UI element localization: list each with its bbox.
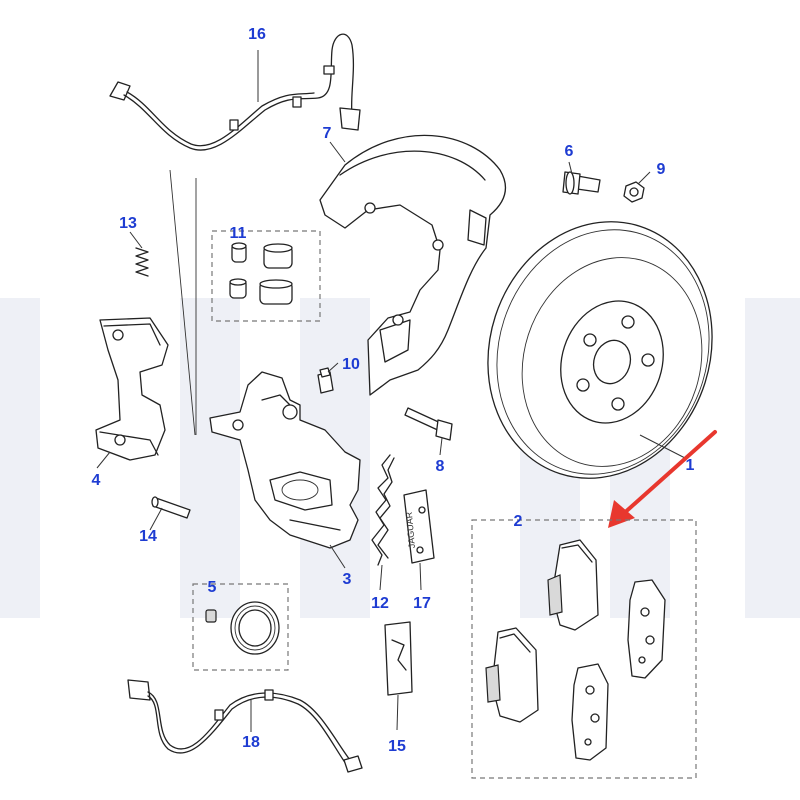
label-18: 18 (242, 734, 260, 751)
spring-13 (129, 231, 149, 277)
caliper-bracket-4 (95, 317, 169, 469)
label-13: 13 (119, 215, 137, 232)
abs-sensor-wire-lower (127, 679, 363, 773)
guide-pin-14 (149, 496, 191, 531)
leader-4a (169, 169, 196, 436)
brake-pad-set-2 (485, 539, 666, 761)
bolt-8 (404, 407, 453, 456)
label-16: 16 (248, 26, 266, 43)
label-4: 4 (92, 472, 101, 489)
label-5: 5 (208, 579, 217, 596)
clip-15 (384, 621, 413, 731)
label-14: 14 (139, 528, 157, 545)
bleed-screw-10 (317, 362, 339, 394)
shim-17: JAGUAR (403, 489, 435, 591)
seal-kit-5 (205, 601, 280, 655)
label-9: 9 (657, 161, 666, 178)
pad-set-box (471, 519, 697, 779)
label-6: 6 (565, 143, 574, 160)
label-8: 8 (436, 458, 445, 475)
label-12: 12 (371, 595, 389, 612)
bolt-6 (562, 161, 601, 195)
bushings-11 (229, 242, 293, 305)
nut-9 (623, 171, 651, 203)
brake-disc-1 (487, 221, 713, 479)
red-arrow (608, 430, 717, 528)
dust-shield-7 (319, 134, 506, 396)
label-7: 7 (323, 125, 332, 142)
label-1: 1 (686, 457, 695, 474)
label-10: 10 (342, 356, 360, 373)
brake-caliper-3 (209, 371, 361, 569)
label-15: 15 (388, 738, 406, 755)
label-11: 11 (230, 225, 247, 242)
bushings-box (211, 230, 321, 322)
pad-logo: JAGUAR (404, 511, 417, 549)
seal-kit-box (192, 583, 289, 671)
label-17: 17 (413, 595, 431, 612)
spring-clip-12 (371, 454, 395, 591)
abs-sensor-wire-upper (109, 33, 361, 151)
label-2: 2 (514, 513, 523, 530)
label-3: 3 (343, 571, 352, 588)
